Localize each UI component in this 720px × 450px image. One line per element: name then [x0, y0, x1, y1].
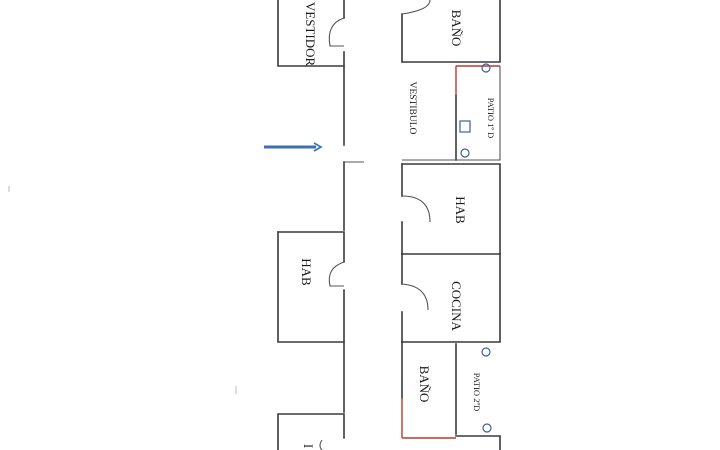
label-vestidor: VESTIDOR — [303, 2, 318, 67]
drain-circle-marker-icon — [481, 347, 491, 357]
room-hab-left: HAB — [277, 231, 345, 413]
label-partial-bottom: I — [301, 444, 316, 448]
drain-circle-marker-icon — [482, 423, 492, 433]
label-hab-left: HAB — [299, 258, 314, 286]
room-partial-bottom: I — [277, 413, 345, 450]
room-bano-bottom: BAÑO PATIO 2ºD — [401, 341, 501, 450]
entry-arrow-icon — [264, 142, 323, 152]
room-hab-right: HAB — [401, 163, 501, 255]
label-vestibulo: VESTIBULO — [407, 82, 417, 135]
label-hab-right: HAB — [453, 196, 468, 224]
label-bano-bottom: BAÑO — [417, 366, 432, 403]
drain-circle-marker-icon — [481, 63, 491, 73]
drain-circle-marker-icon — [460, 148, 470, 158]
room-vestidor: VESTIDOR — [277, 0, 345, 146]
room-bano-top: BAÑO — [401, 0, 501, 63]
room-cocina: COCINA — [401, 253, 501, 343]
label-cocina: COCINA — [449, 281, 464, 331]
label-patio-2d: PATIO 2ºD — [472, 373, 482, 411]
vestibulo-area: VESTIBULO PATIO 1º D — [402, 63, 501, 161]
label-patio-1d: PATIO 1º D — [486, 98, 496, 139]
fixture-square-marker-icon — [459, 120, 471, 133]
label-bano-top: BAÑO — [449, 10, 464, 47]
